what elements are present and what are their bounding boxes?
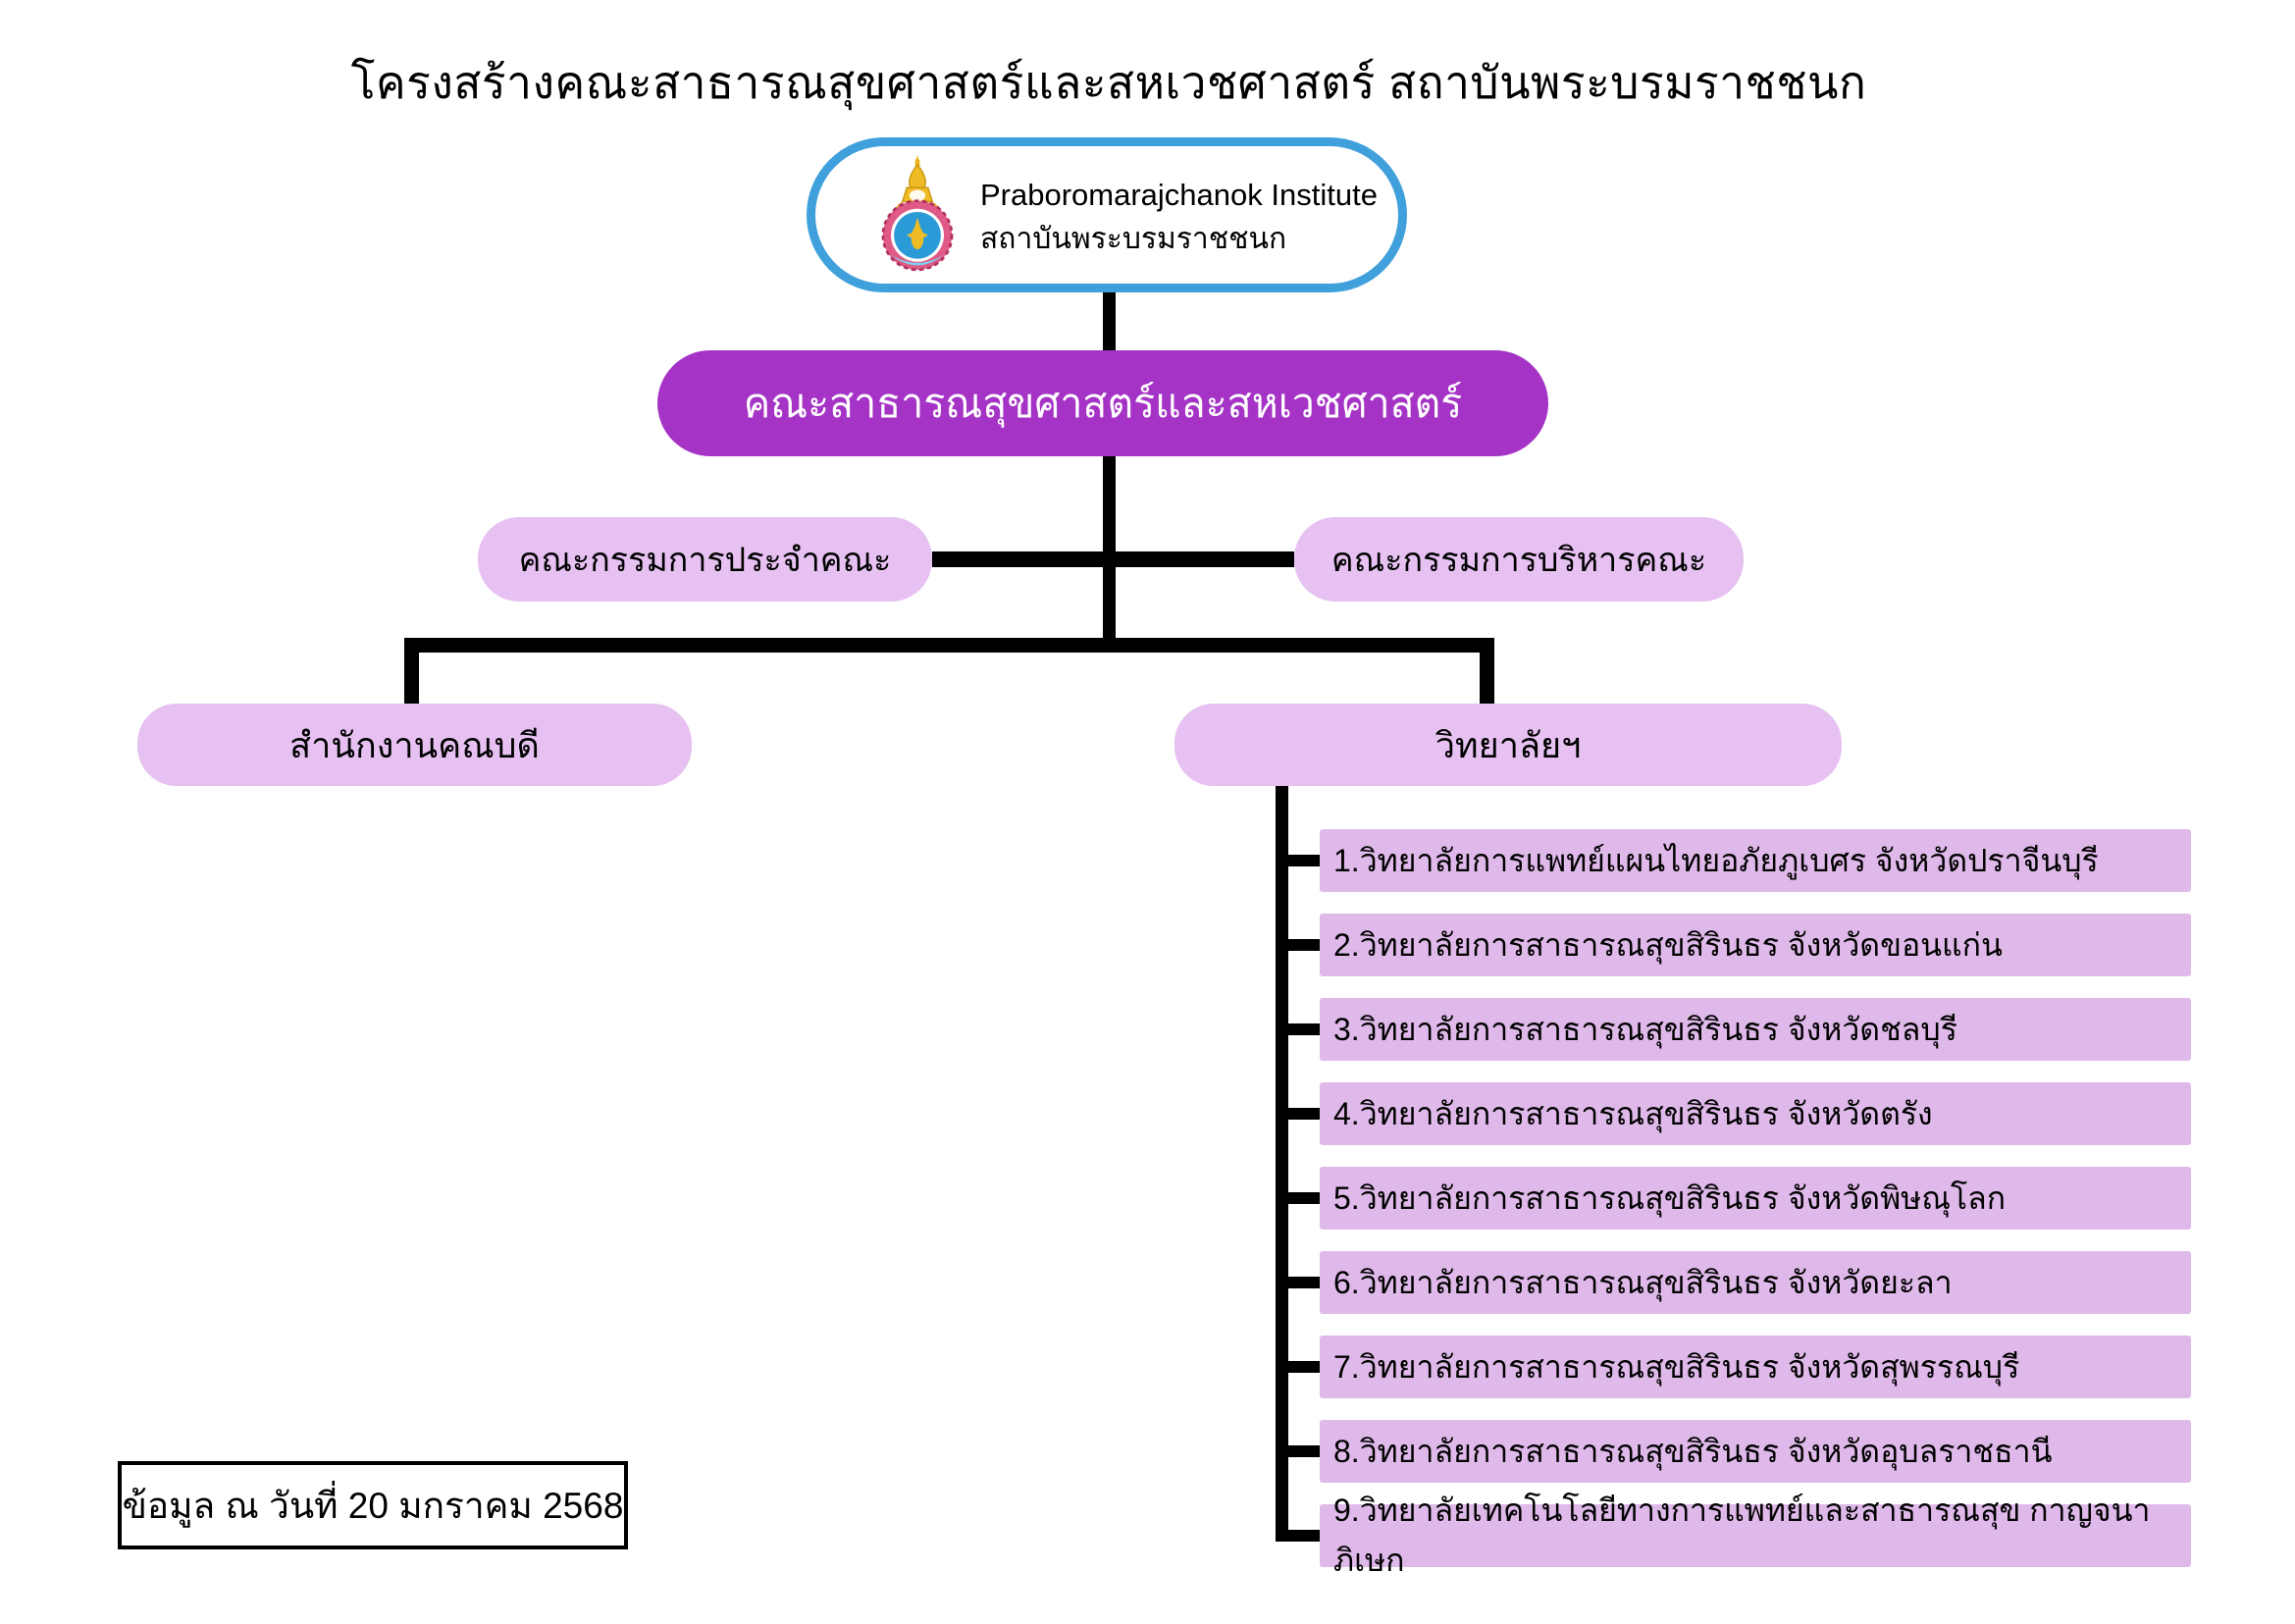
college-item-2: 2.วิทยาลัยการสาธารณสุขสิรินธร จังหวัดขอน… [1320, 914, 2191, 976]
data-as-of-box: ข้อมูล ณ วันที่ 20 มกราคม 2568 [118, 1461, 628, 1549]
node-colleges-parent: วิทยาลัยฯ [1174, 704, 1842, 786]
connector-stub-7 [1276, 1361, 1321, 1373]
connector-stub-1 [1276, 855, 1321, 866]
college-item-9: 9.วิทยาลัยเทคโนโลยีทางการแพทย์และสาธารณส… [1320, 1493, 2191, 1578]
connector-college-spine [1276, 784, 1288, 1536]
institute-logo: Praboromarajchanok Institute สถาบันพระบร… [807, 137, 1407, 292]
connector-committees [932, 551, 1294, 567]
connector-tbar [404, 638, 1494, 653]
college-item-8: 8.วิทยาลัยการสาธารณสุขสิรินธร จังหวัดอุบ… [1320, 1420, 2191, 1483]
institute-name-th: สถาบันพระบรมราชชนก [980, 222, 1287, 255]
connector-stub-5 [1276, 1192, 1321, 1204]
node-faculty: คณะสาธารณสุขศาสตร์และสหเวชศาสตร์ [657, 350, 1548, 456]
connector-stub-2 [1276, 939, 1321, 951]
node-committee-standing: คณะกรรมการประจำคณะ [478, 517, 932, 602]
college-item-4: 4.วิทยาลัยการสาธารณสุขสิรินธร จังหวัดตรั… [1320, 1082, 2191, 1145]
connector-drop-colleges [1480, 638, 1494, 705]
college-item-1: 1.วิทยาลัยการแพทย์แผนไทยอภัยภูเบศร จังหว… [1320, 829, 2191, 892]
connector-stub-9 [1276, 1530, 1321, 1542]
connector-stub-6 [1276, 1277, 1321, 1288]
institute-emblem-icon [881, 154, 954, 272]
connector-stub-4 [1276, 1108, 1321, 1120]
page-title: โครงสร้างคณะสาธารณสุขศาสตร์และสหเวชศาสตร… [350, 57, 1867, 108]
connector-logo-to-faculty [1103, 290, 1116, 353]
college-item-3: 3.วิทยาลัยการสาธารณสุขสิรินธร จังหวัดชลบ… [1320, 998, 2191, 1061]
college-item-6: 6.วิทยาลัยการสาธารณสุขสิรินธร จังหวัดยะล… [1320, 1251, 2191, 1314]
college-item-7: 7.วิทยาลัยการสาธารณสุขสิรินธร จังหวัดสุพ… [1320, 1336, 2191, 1398]
node-dean-office: สำนักงานคณบดี [137, 704, 692, 786]
college-item-5: 5.วิทยาลัยการสาธารณสุขสิรินธร จังหวัดพิษ… [1320, 1167, 2191, 1230]
connector-stub-3 [1276, 1023, 1321, 1035]
node-committee-executive: คณะกรรมการบริหารคณะ [1294, 517, 1744, 602]
connector-stub-8 [1276, 1445, 1321, 1457]
institute-name-en: Praboromarajchanok Institute [980, 178, 1378, 212]
connector-drop-dean [404, 638, 419, 705]
